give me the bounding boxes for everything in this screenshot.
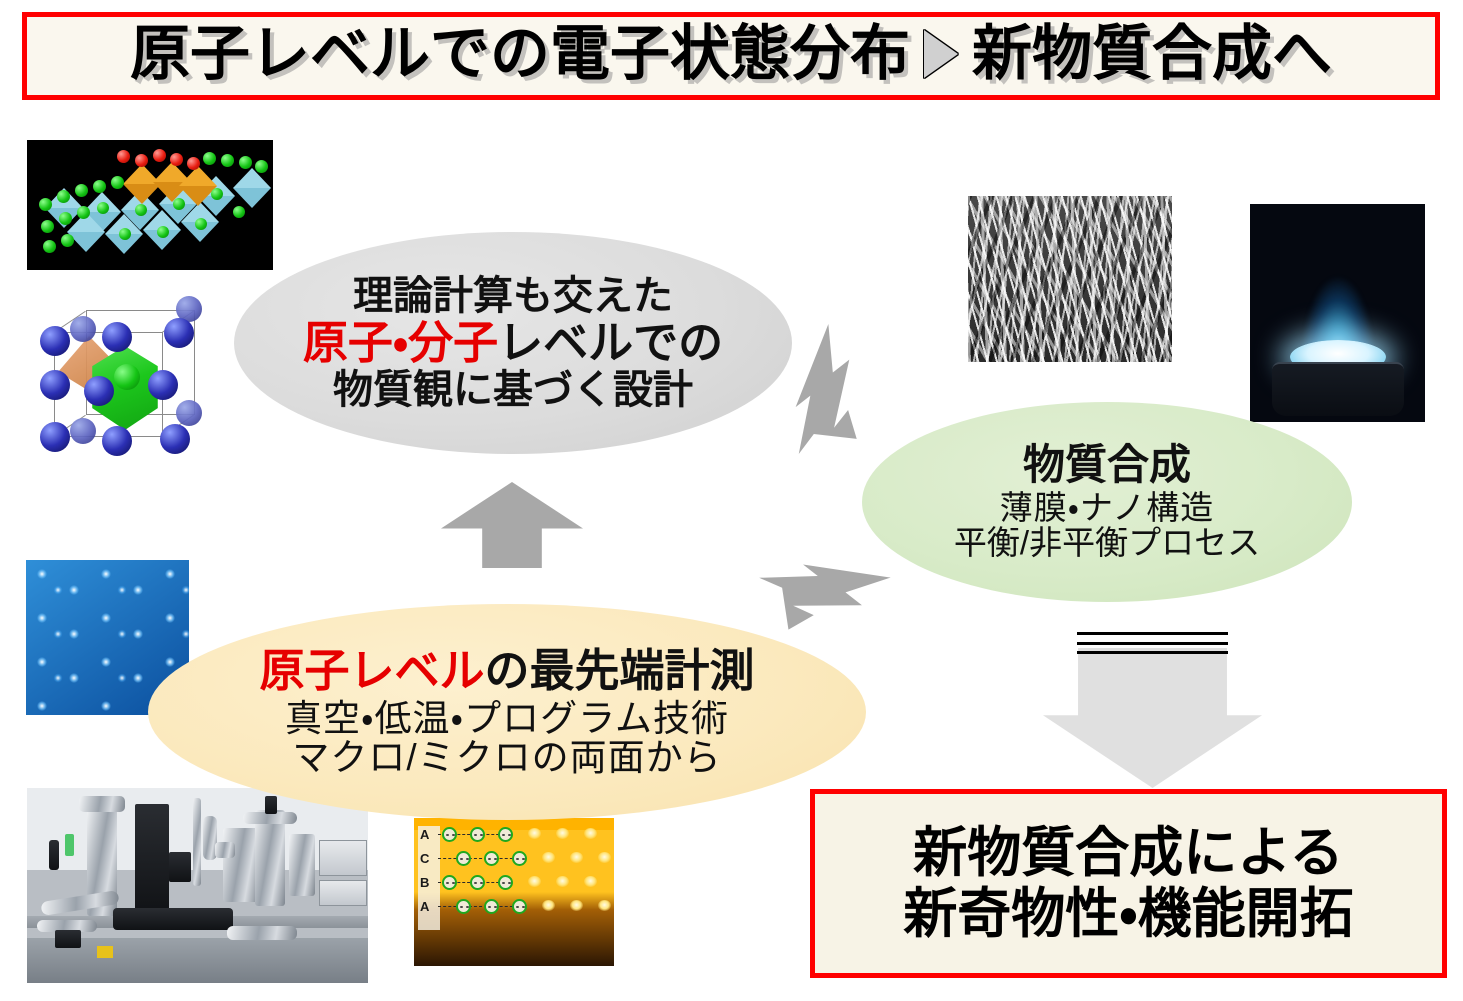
target-holder bbox=[1271, 362, 1404, 416]
arrow-stripe-line bbox=[1077, 632, 1228, 635]
design-node: 理論計算も交えた 原子・分子レベルでの 物質観に基づく設計 bbox=[234, 232, 792, 454]
unitcell-image bbox=[28, 288, 220, 473]
title-row: 原子レベルでの電子状態分布 新物質合成へ bbox=[130, 24, 1332, 84]
outcome-box: 新物質合成による 新奇物性・機能開拓 bbox=[810, 789, 1447, 978]
stacking-label-2: B bbox=[420, 875, 430, 890]
plasma-plume bbox=[1262, 214, 1413, 364]
title-left-text: 原子レベルでの電子状態分布 bbox=[130, 20, 910, 87]
outcome-line-1: 新物質合成による bbox=[913, 823, 1344, 884]
crystal-layers-image bbox=[27, 140, 273, 270]
measurement-line-3: マクロ/ミクロの両面から bbox=[292, 736, 722, 778]
stm-lattice-image bbox=[26, 560, 189, 715]
arrow-measurement-to-design-icon bbox=[441, 482, 583, 568]
title-banner: 原子レベルでの電子状態分布 新物質合成へ bbox=[22, 12, 1440, 100]
design-line-2-rest: レベルでの bbox=[498, 317, 724, 369]
synthesis-line-2: 薄膜・ナノ構造 bbox=[999, 489, 1215, 527]
design-line-1: 理論計算も交えた bbox=[353, 273, 673, 318]
stem-haadf-image: A C B A bbox=[414, 818, 614, 966]
stacking-label-strip bbox=[418, 826, 440, 930]
arrow-stripe-line bbox=[1077, 642, 1228, 645]
design-highlight: 原子・分子 bbox=[302, 317, 499, 369]
arrow-stripe-line bbox=[1077, 651, 1228, 654]
measurement-heading: 原子レベルの最先端計測 bbox=[259, 647, 754, 695]
synthesis-line-3: 平衡/非平衡プロセス bbox=[953, 524, 1261, 562]
synthesis-heading: 物質合成 bbox=[1022, 440, 1191, 488]
measurement-highlight: 原子レベル bbox=[259, 644, 485, 696]
plasma-glow-image bbox=[1250, 204, 1425, 422]
measurement-node: 原子レベルの最先端計測 真空・低温・プログラム技術 マクロ/ミクロの両面から bbox=[148, 604, 866, 820]
sem-nanowires-image bbox=[968, 196, 1172, 362]
outcome-line-2: 新奇物性・機能開拓 bbox=[903, 883, 1354, 944]
measurement-heading-rest: の最先端計測 bbox=[484, 644, 755, 696]
arrow-synthesis-to-outcome-icon bbox=[1043, 648, 1262, 788]
stacking-label-0: A bbox=[420, 827, 430, 842]
design-line-2: 原子・分子レベルでの bbox=[303, 319, 723, 367]
title-right-text: 新物質合成へ bbox=[972, 20, 1332, 87]
stacking-label-3: A bbox=[420, 899, 430, 914]
synthesis-node: 物質合成 薄膜・ナノ構造 平衡/非平衡プロセス bbox=[862, 402, 1352, 602]
stacking-label-1: C bbox=[420, 851, 430, 866]
triangle-right-icon bbox=[924, 30, 958, 78]
measurement-line-2: 真空・低温・プログラム技術 bbox=[284, 697, 730, 739]
lab-equipment-image bbox=[27, 788, 368, 983]
design-line-3: 物質観に基づく設計 bbox=[333, 367, 693, 412]
